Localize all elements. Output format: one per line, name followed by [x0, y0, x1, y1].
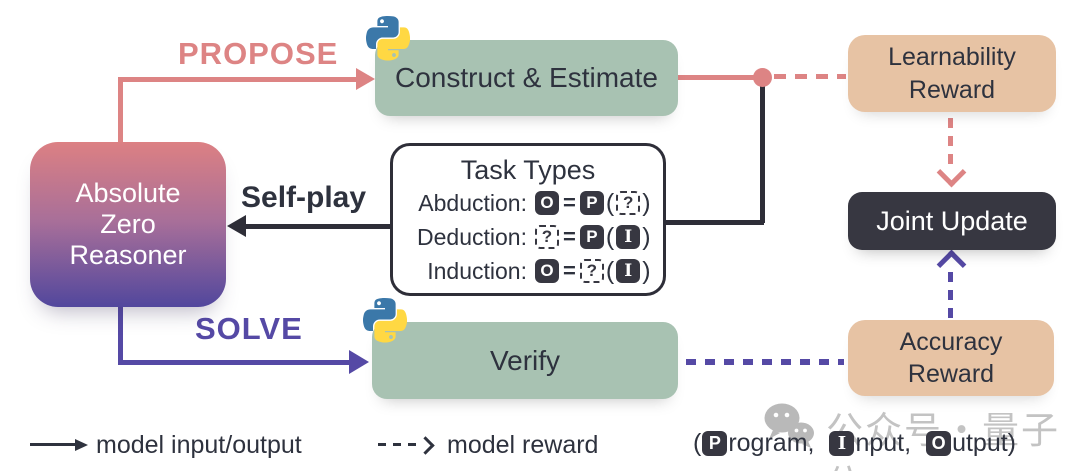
propose-label: PROPOSE [178, 36, 339, 71]
legend-solid-label: model input/output [96, 431, 302, 459]
input-badge: I [616, 225, 641, 249]
propose-arrow-horizontal [118, 77, 358, 82]
propose-arrow-vertical [118, 80, 123, 144]
joint-update-label: Joint Update [876, 205, 1028, 236]
legend-solid-arrowhead-icon [75, 438, 88, 451]
unknown-badge: ? [616, 191, 641, 215]
verify-box: Verify [372, 322, 678, 399]
equals-sign: = [563, 258, 576, 283]
accuracy-reward-box: Accuracy Reward [848, 320, 1054, 396]
python-icon [362, 295, 408, 350]
accuracy-line-1: Accuracy [899, 327, 1003, 356]
self-play-arrow-line [240, 224, 390, 229]
learnability-line-1: Learnability [888, 43, 1016, 71]
paren-close: ) [642, 256, 651, 285]
construct-estimate-label: Construct & Estimate [395, 62, 658, 93]
self-play-label: Self-play [241, 181, 367, 214]
solve-arrow-vertical [118, 307, 123, 365]
accuracy-to-joint-dashed-line [948, 272, 953, 318]
verify-label: Verify [489, 344, 561, 376]
task-row-deduction: Deduction: ? = P ( I ) [393, 220, 663, 254]
task-row-abduction: Abduction: O = P ( ? ) [393, 186, 663, 220]
dot-to-learnability-dashed-line [774, 74, 846, 79]
unknown-badge: ? [535, 225, 559, 249]
input-badge: I [829, 431, 855, 456]
program-badge: P [579, 191, 604, 215]
task-row-induction: Induction: O = ? ( I ) [393, 254, 663, 288]
taskbox-right-connector-line [663, 220, 764, 225]
tuple-paren-open: ( [693, 429, 702, 457]
learnability-to-joint-dashed-line [948, 118, 953, 168]
paren-open: ( [605, 188, 615, 217]
accuracy-line-2: Reward [907, 360, 995, 388]
paren-close: ) [642, 222, 651, 251]
legend-tuple: ( P rogram, I nput, O utput) [693, 429, 1016, 458]
python-icon [365, 13, 411, 68]
absolute-zero-reasoner-box: Absolute Zero Reasoner [30, 142, 226, 307]
construct-to-dot-line [678, 75, 758, 80]
task-row-label: Abduction: [418, 189, 527, 216]
program-badge: P [579, 225, 604, 249]
solve-arrow-horizontal [118, 360, 350, 365]
paren-open: ( [605, 256, 615, 285]
learnability-line-2: Reward [908, 75, 996, 104]
legend-solid-arrow-line [30, 443, 76, 446]
task-types-box: Task Types Abduction: O = P ( ? ) Deduct… [390, 143, 666, 296]
legend-dashed-arrowhead-icon [416, 436, 435, 455]
task-row-label: Induction: [427, 257, 527, 284]
tuple-input-text: nput, [855, 429, 912, 457]
task-types-title: Task Types [460, 155, 596, 185]
paren-open: ( [605, 222, 615, 251]
tuple-program-text: rogram, [728, 429, 815, 457]
verify-to-accuracy-dashed-line [686, 359, 844, 365]
solve-arrowhead-icon [349, 350, 369, 374]
reasoner-line-1: Absolute [75, 177, 181, 208]
paren-close: ) [642, 188, 651, 217]
equals-sign: = [563, 190, 576, 215]
learnability-arrowhead-icon [936, 157, 967, 188]
propose-arrowhead-icon [356, 68, 375, 90]
solve-label: SOLVE [195, 311, 303, 346]
tuple-output-text: utput) [952, 429, 1017, 457]
input-badge: I [616, 259, 641, 283]
unknown-badge: ? [579, 259, 604, 283]
legend-dashed-label: model reward [447, 431, 599, 459]
task-row-label: Deduction: [417, 223, 527, 250]
output-badge: O [535, 259, 559, 283]
legend-dashed-arrow-line [378, 443, 420, 446]
dot-to-taskbox-vertical-line [760, 83, 765, 223]
junction-dot [753, 68, 772, 87]
reasoner-line-2: Zero [100, 208, 156, 239]
wechat-icon [762, 401, 816, 454]
output-badge: O [926, 431, 952, 456]
construct-estimate-box: Construct & Estimate [375, 40, 678, 116]
output-badge: O [535, 191, 559, 215]
program-badge: P [702, 431, 728, 456]
joint-update-box: Joint Update [848, 192, 1056, 250]
self-play-arrowhead-icon [227, 215, 246, 237]
reasoner-line-3: Reasoner [69, 240, 187, 271]
learnability-reward-box: Learnability Reward [848, 35, 1056, 112]
equals-sign: = [563, 224, 576, 249]
